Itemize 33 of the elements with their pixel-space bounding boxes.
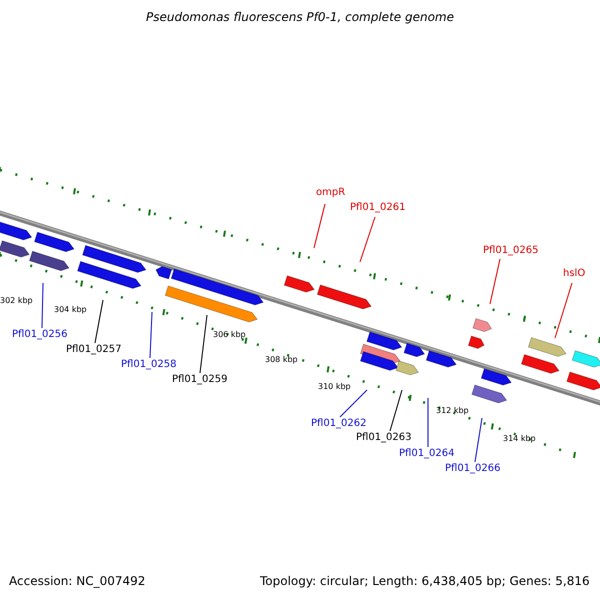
scale-label: 304 kbp bbox=[54, 306, 87, 315]
leader-line bbox=[360, 216, 376, 262]
gene-label: hslO bbox=[563, 268, 586, 279]
leader-line bbox=[94, 300, 104, 344]
leader-line bbox=[554, 282, 572, 338]
gene-label: Pfl01_0264 bbox=[399, 448, 455, 459]
leader-line bbox=[390, 390, 402, 432]
scale-label: 302 kbp bbox=[0, 297, 33, 306]
gene-label: Pfl01_0259 bbox=[172, 374, 228, 385]
genome-summary: Topology: circular; Length: 6,438,405 bp; Genes: 5,816 bbox=[260, 575, 590, 588]
scale-label: 312 kbp bbox=[436, 407, 469, 416]
gene-label: Pfl01_0265 bbox=[483, 245, 539, 256]
gene-label: Pfl01_0266 bbox=[445, 463, 501, 474]
leader-line bbox=[490, 258, 500, 304]
gene-label: Pfl01_0261 bbox=[350, 202, 406, 213]
genome-title: Pseudomonas fluorescens Pf0-1, complete genome bbox=[145, 11, 455, 24]
accession-label: Accession: NC_007492 bbox=[9, 575, 146, 588]
gene-label: Pfl01_0257 bbox=[66, 344, 122, 355]
gene-label: Pfl01_0256 bbox=[12, 329, 68, 340]
gene-label: Pfl01_0263 bbox=[356, 432, 412, 443]
leader-line bbox=[200, 314, 208, 374]
scale-label: 310 kbp bbox=[318, 383, 351, 392]
scale-label: 306 kbp bbox=[213, 331, 246, 340]
gene-label: ompR bbox=[316, 187, 346, 198]
leader-line bbox=[42, 282, 44, 328]
leader-line bbox=[314, 204, 326, 248]
leader-line bbox=[340, 390, 368, 418]
scale-label: 308 kbp bbox=[265, 356, 298, 365]
gene-label: Pfl01_0262 bbox=[311, 418, 367, 429]
leader-line bbox=[150, 312, 152, 358]
gene-label: Pfl01_0258 bbox=[121, 359, 177, 370]
scale-label: 314 kbp bbox=[503, 435, 536, 444]
leader-line bbox=[474, 418, 482, 462]
